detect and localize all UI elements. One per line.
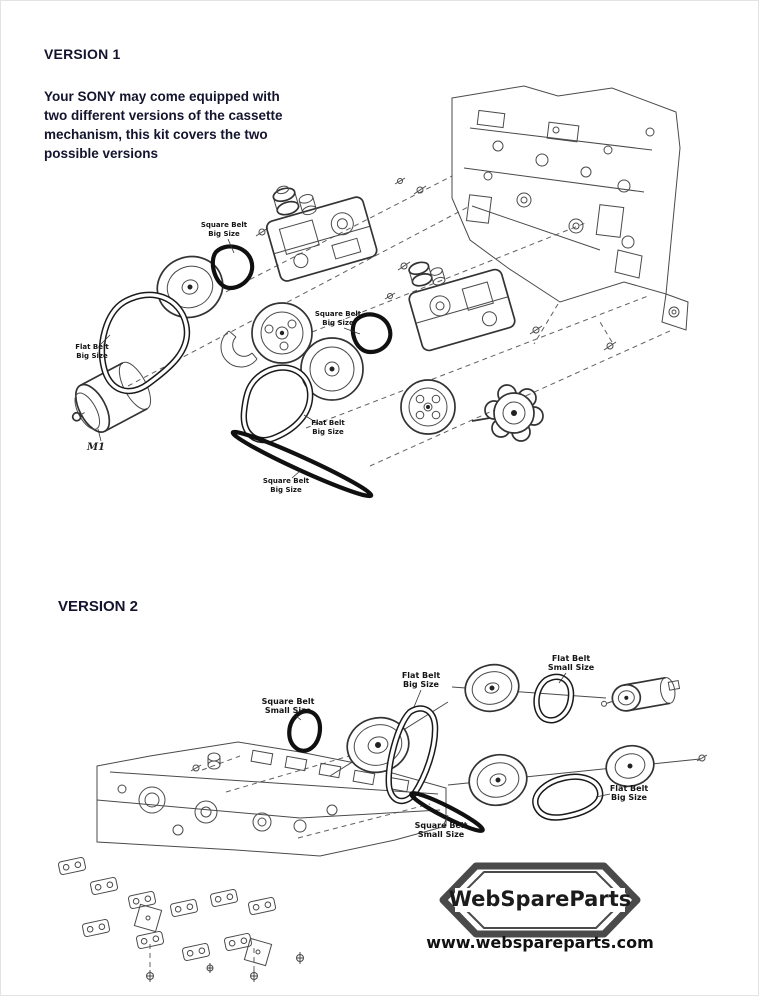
bracket-c [220,330,258,368]
svg-text:Big Size: Big Size [76,352,108,360]
belt-flat-big-4 [532,773,604,821]
brand-text: WebSpareParts [449,887,632,911]
belt-flat-big-1 [98,291,191,395]
label-flat-belt-small: Flat Belt [552,654,590,663]
motor-v2 [601,676,681,712]
mechanism-block-a [265,185,378,282]
version2-heading: VERSION 2 [58,598,139,615]
pulley-v2-3 [468,753,528,807]
svg-text:Small Size: Small Size [265,706,312,715]
labels-v2: Square Belt Small Size Flat Belt Big Siz… [262,654,649,839]
chassis-plate-v1 [451,85,689,331]
pulley-v2-4 [605,744,655,788]
mechanism-block-b [408,261,516,352]
hexagon-outline [439,862,641,938]
brand-band [455,888,625,912]
motor-m1 [71,361,152,433]
belt-square-big-2 [350,312,393,355]
svg-text:Big Size: Big Size [270,486,302,494]
belt-flat-big-2 [240,364,314,444]
svg-text:Big Size: Big Size [322,319,354,327]
version2-diagram: Square Belt Small Size Flat Belt Big Siz… [57,654,708,982]
svg-text:Big Size: Big Size [403,680,440,689]
label-motor-m1: M1 [86,442,105,453]
svg-text:Small Size: Small Size [548,663,595,672]
label-square-belt-small-2: Square Belt [415,821,468,830]
version1-heading: VERSION 1 [44,46,121,62]
svg-text:Big Size: Big Size [208,230,240,238]
assembly-axes-v1 [127,175,673,467]
loose-parts-v2 [57,856,304,982]
label-flat-belt-big-2: Flat Belt [311,419,345,427]
belt-square-small-1 [287,709,323,753]
webspareparts-logo: WebSpareParts www.webspareparts.com [426,862,654,952]
flywheel-2 [400,379,456,435]
svg-text:Small Size: Small Size [418,830,465,839]
labels-v1: Square Belt Big Size Flat Belt Big Size … [75,221,362,494]
pulley-v2-2 [464,663,520,713]
belt-square-big-1 [210,244,255,291]
label-square-belt-small-1: Square Belt [262,697,315,706]
pulley-large-left [156,255,224,319]
label-square-belt-big-3: Square Belt [263,477,310,485]
svg-text:Big Size: Big Size [611,793,648,802]
label-flat-belt-big-top: Flat Belt [402,671,440,680]
flywheel-1 [251,302,313,364]
label-square-belt-big-1: Square Belt [201,221,248,229]
assembly-axes-v2 [149,753,431,970]
pulley-center [300,337,364,401]
intro-text: Your SONY may come equipped with two dif… [44,89,283,161]
belt-square-big-3 [230,429,374,499]
label-flat-belt-big-1: Flat Belt [75,343,109,351]
belt-flat-small-1 [533,673,575,724]
label-square-belt-big-2: Square Belt [315,310,362,318]
svg-text:Big Size: Big Size [312,428,344,436]
website-url: www.webspareparts.com [426,933,654,952]
label-flat-belt-big-right: Flat Belt [610,784,648,793]
scalloped-rotor [471,384,544,442]
screws-v1 [255,177,617,351]
version1-diagram: Square Belt Big Size Flat Belt Big Size … [71,85,689,499]
belt-square-small-2 [409,791,485,833]
